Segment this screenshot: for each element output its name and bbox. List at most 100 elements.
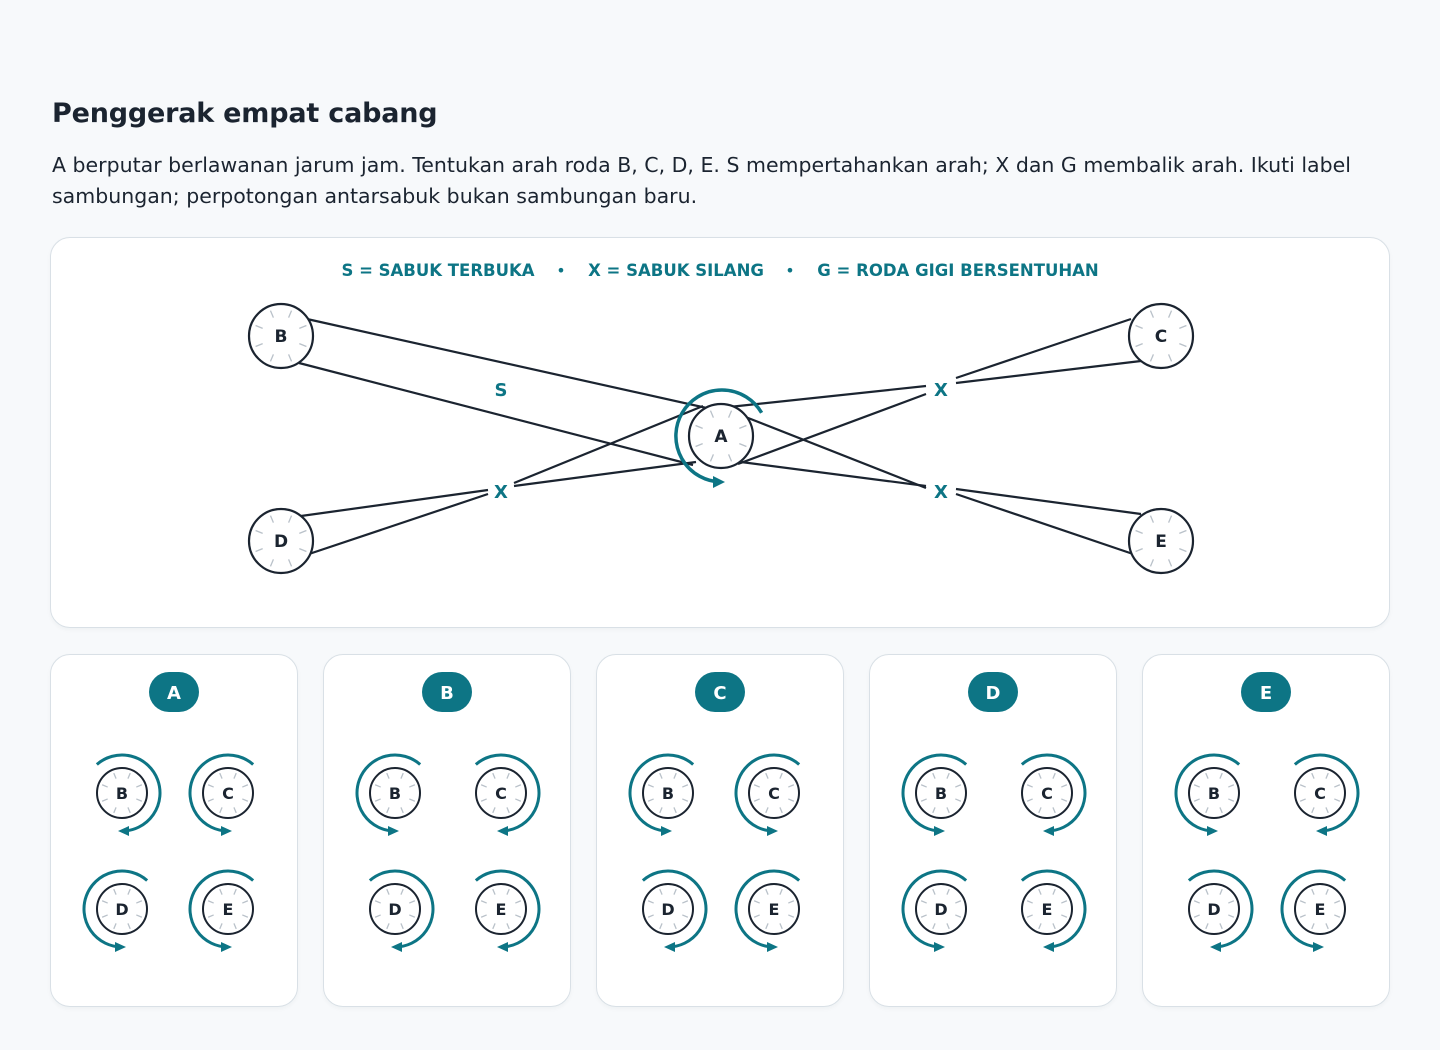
wheel-tick (1026, 900, 1033, 904)
wheel-label: C (495, 784, 507, 803)
wheel-tick (136, 784, 143, 788)
option-wheel-c: C (1294, 767, 1346, 819)
option-wheel-b: B (915, 767, 967, 819)
option-badge: A (149, 672, 199, 712)
wheel-tick (1179, 529, 1187, 535)
wheel-tick (1311, 923, 1315, 930)
wheel-tick (1205, 772, 1209, 779)
legend-g: G = RODA GIGI BERSENTUHAN (817, 261, 1098, 280)
belt-ab-lower (298, 361, 694, 467)
wheel-label: E (1042, 900, 1053, 919)
wheel-tick (920, 900, 927, 904)
wheel-label: A (714, 427, 728, 447)
wheel-tick (1026, 798, 1033, 802)
wheel-tick (1167, 310, 1173, 318)
wheel-tick (255, 342, 263, 348)
wheel-tick (233, 807, 237, 814)
wheel-tick (1167, 559, 1173, 567)
wheel-tick (480, 784, 487, 788)
wheel-tick (1193, 914, 1200, 918)
wheel-tick (127, 888, 131, 895)
rotation-arrow-d (368, 869, 435, 952)
option-wheel-c: C (748, 767, 800, 819)
wheel-tick (1311, 807, 1315, 814)
wheel-tick (765, 888, 769, 895)
option-figure: E B C D E (1174, 672, 1360, 952)
rotation-arrow-d (1187, 869, 1254, 952)
belt-ac-4 (955, 317, 1132, 380)
wheel-tick (1149, 515, 1155, 523)
wheel-tick (374, 914, 381, 918)
wheel-tick (506, 888, 510, 895)
wheel-tick (480, 900, 487, 904)
wheel-label: C (1314, 784, 1326, 803)
wheel-tick (1038, 772, 1042, 779)
wheel-tick (269, 515, 275, 523)
rotation-arrow-c (1020, 753, 1087, 836)
belt-label-ac: X (934, 380, 948, 401)
wheel-tick (374, 798, 381, 802)
wheel-label: E (1155, 532, 1167, 552)
belt-ab-upper (306, 317, 748, 419)
wheel-tick (946, 888, 950, 895)
wheel-tick (269, 354, 275, 362)
option-wheel-e: E (202, 883, 254, 935)
wheel-tick (269, 310, 275, 318)
wheel-tick (207, 900, 214, 904)
wheel-tick (207, 798, 214, 802)
wheel-label: D (274, 532, 288, 552)
option-wheel-c: C (202, 767, 254, 819)
wheel-tick (1052, 888, 1056, 895)
wheel-tick (1299, 784, 1306, 788)
wheel-tick (682, 914, 689, 918)
option-wheel-b: B (1188, 767, 1240, 819)
option-badge: C (695, 672, 745, 712)
option-wheel-e: E (475, 883, 527, 935)
wheel-tick (299, 324, 307, 330)
option-wheel-e: E (1021, 883, 1073, 935)
legend-separator-1: • (556, 261, 565, 280)
rotation-arrow-e (188, 869, 255, 952)
wheel-tick (386, 923, 390, 930)
wheel-tick (287, 310, 293, 318)
wheel-tick (1149, 354, 1155, 362)
wheel-tick (673, 772, 677, 779)
wheel-tick (409, 784, 416, 788)
wheel-label: D (1207, 900, 1220, 919)
wheel-tick (695, 442, 703, 448)
wheel-label: C (222, 784, 234, 803)
option-wheel-c: C (1021, 767, 1073, 819)
wheel-tick (233, 888, 237, 895)
belt-labels: S X X X (494, 380, 948, 503)
wheel-tick (1299, 798, 1306, 802)
rotation-arrow-d (901, 869, 968, 952)
wheel-tick (374, 900, 381, 904)
wheel-tick (765, 807, 769, 814)
belt-ae-3 (742, 414, 927, 490)
wheel-tick (1325, 923, 1329, 930)
wheel-tick (492, 772, 496, 779)
option-badge: E (1241, 672, 1291, 712)
wheel-label: B (662, 784, 674, 803)
option-badge-label: B (440, 683, 454, 704)
legend-separator-2: • (785, 261, 794, 280)
option-wheel-e: E (1294, 883, 1346, 935)
wheel-tick (647, 914, 654, 918)
wheel-tick (1205, 888, 1209, 895)
wheel-tick (480, 798, 487, 802)
wheel-tick (136, 900, 143, 904)
option-card-e[interactable]: E B C D E (1142, 654, 1390, 1007)
page-title: Penggerak empat cabang (52, 98, 438, 129)
wheel-tick (946, 807, 950, 814)
wheel-tick (647, 784, 654, 788)
diagram-panel: S = SABUK TERBUKA • X = SABUK SILANG • G… (50, 237, 1390, 628)
rotation-arrow-a (674, 388, 764, 488)
wheel-tick (515, 798, 522, 802)
wheel-label: B (935, 784, 947, 803)
wheel-tick (932, 888, 936, 895)
